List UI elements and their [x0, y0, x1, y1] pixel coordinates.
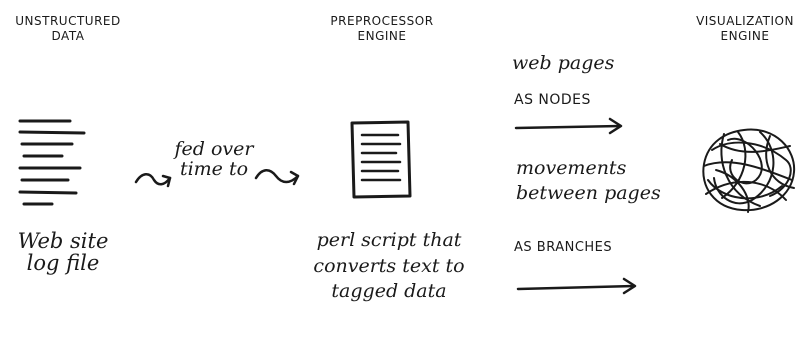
label-web-site-log-file: Web site log file: [17, 229, 109, 276]
header-visualization-engine: VISUALIZATION ENGINE: [696, 14, 794, 43]
arrow-web-pages: [514, 117, 623, 135]
header-unstructured-data: UNSTRUCTURED DATA: [15, 14, 121, 43]
document-icon: [350, 120, 412, 199]
tangled-graph-icon: [702, 128, 796, 213]
label-as-branches: AS BRANCHES: [514, 240, 613, 255]
header-preprocessor-engine: PREPROCESSOR ENGINE: [330, 14, 434, 43]
log-file-icon: [18, 119, 86, 206]
label-movements-between-pages: movements between pages: [516, 157, 661, 204]
squiggle-arrow-left: [134, 173, 172, 188]
squiggle-arrow-right: [254, 169, 300, 186]
label-perl-script: perl script that converts text to tagged…: [313, 229, 465, 303]
label-as-nodes: AS NODES: [514, 92, 591, 108]
arrow-movements: [516, 277, 637, 295]
label-fed-over-time-to: fed over time to: [174, 138, 254, 180]
label-web-pages: web pages: [512, 52, 615, 74]
